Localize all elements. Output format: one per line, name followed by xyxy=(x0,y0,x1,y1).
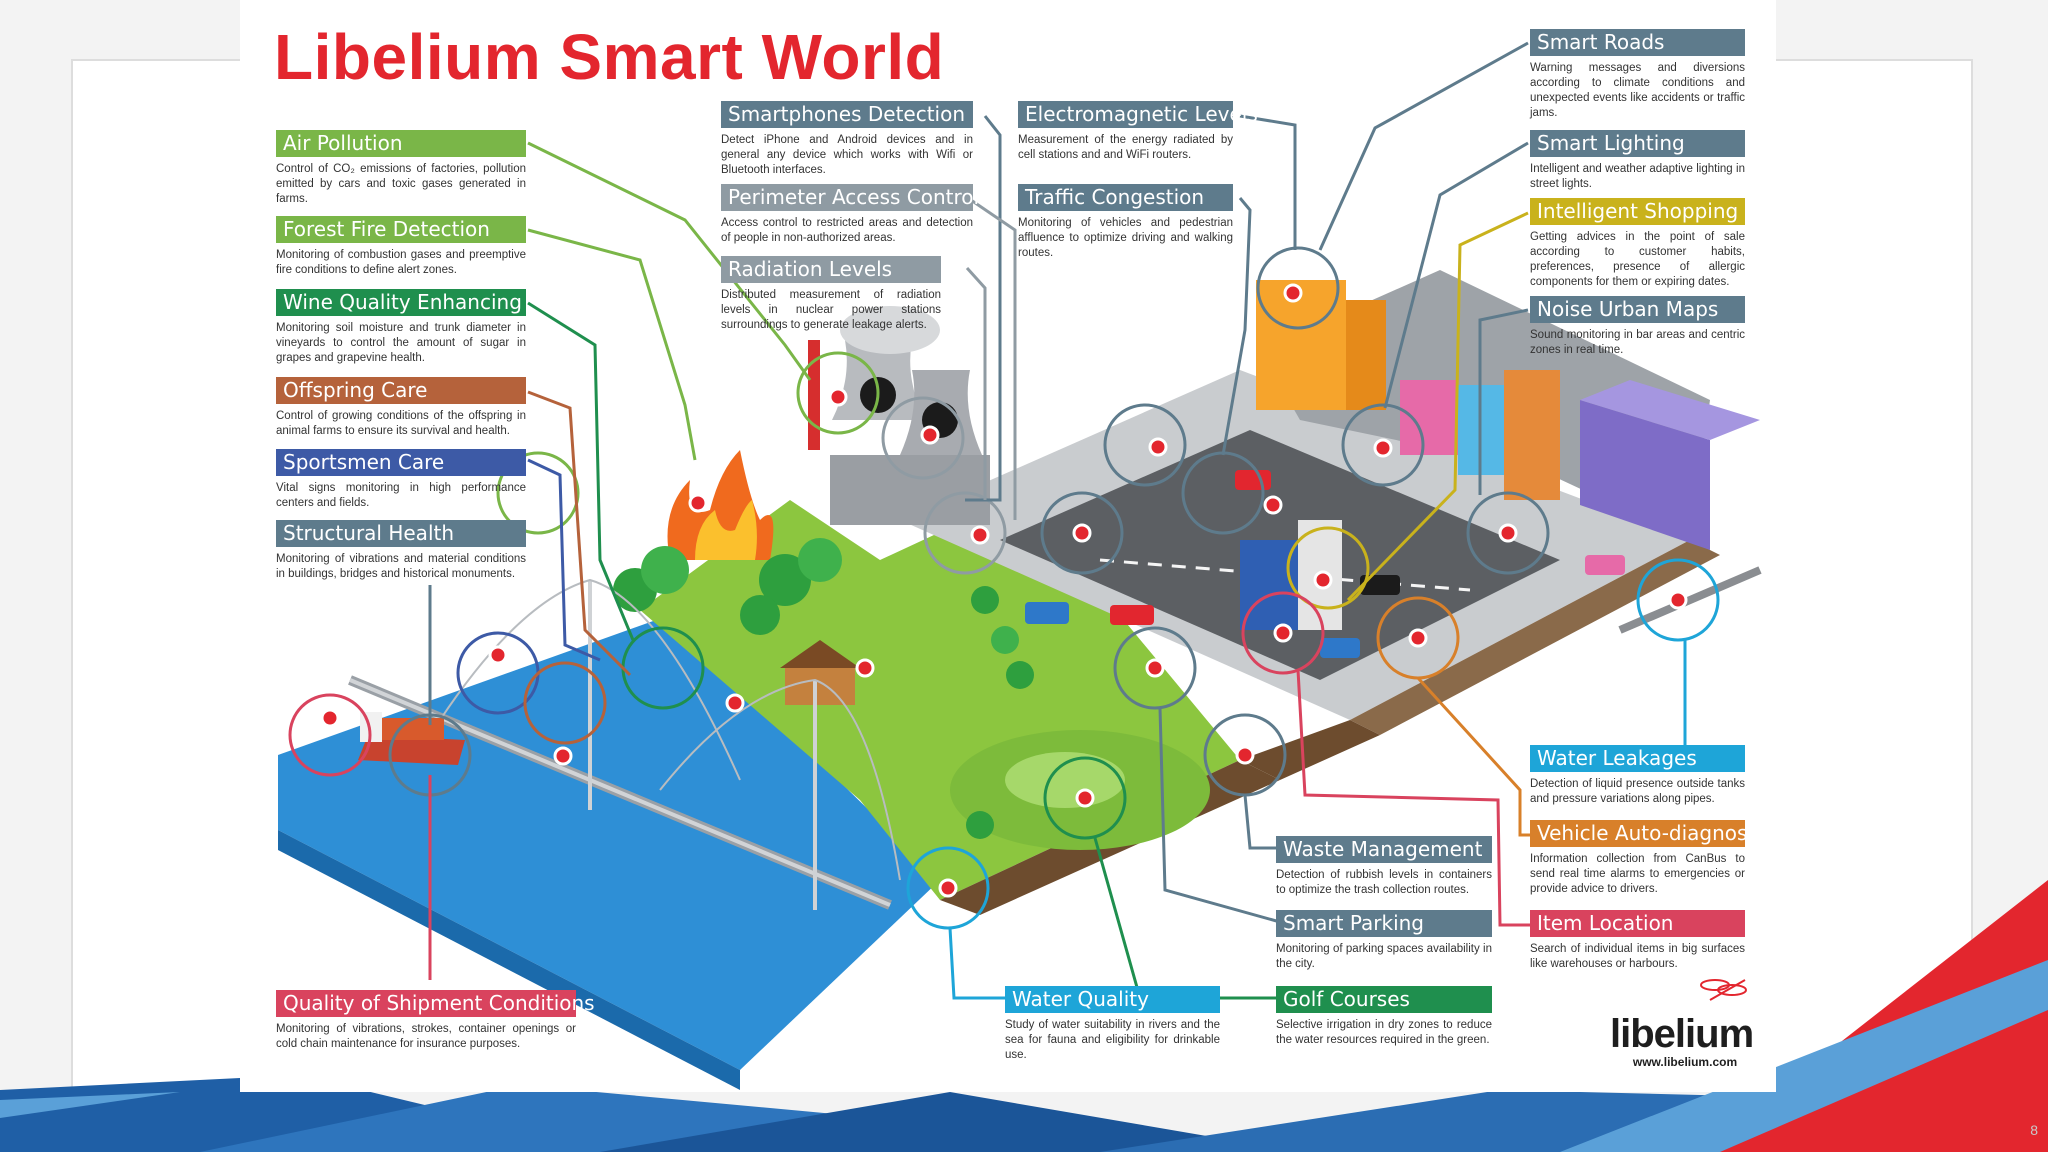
label-description: Monitoring of parking spaces availabilit… xyxy=(1276,943,1492,970)
label-heading: Noise Urban Maps xyxy=(1530,296,1745,323)
label-description: Monitoring soil moisture and trunk diame… xyxy=(276,322,526,364)
label-description: Measurement of the energy radiated by ce… xyxy=(1018,134,1233,161)
label-description: Vital signs monitoring in high performan… xyxy=(276,482,526,509)
label-heading: Offspring Care xyxy=(276,377,526,404)
label-description: Intelligent and weather adaptive lightin… xyxy=(1530,163,1745,190)
logo-brand: libelium xyxy=(1610,1012,1754,1056)
label-heading: Intelligent Shopping xyxy=(1530,198,1745,225)
label-heading: Quality of Shipment Conditions xyxy=(276,990,595,1017)
label-heading: Vehicle Auto-diagnosis xyxy=(1530,820,1763,847)
label-description: Access control to restricted areas and d… xyxy=(721,217,973,244)
label-description: Monitoring of combustion gases and preem… xyxy=(276,249,526,276)
libelium-logo: libelium www.libelium.com xyxy=(1610,1012,1760,1069)
label-heading: Water Leakages xyxy=(1530,745,1745,772)
label-heading: Smart Parking xyxy=(1276,910,1492,937)
label-heading: Golf Courses xyxy=(1276,986,1492,1013)
label-heading: Radiation Levels xyxy=(721,256,941,283)
label-description: Detect iPhone and Android devices and in… xyxy=(721,134,973,176)
label-heading: Smartphones Detection xyxy=(721,101,973,128)
label-description: Detection of liquid presence outside tan… xyxy=(1530,778,1745,805)
label-heading: Item Location xyxy=(1530,910,1745,937)
page-number: 8 xyxy=(2030,1122,2038,1138)
label-description: Detection of rubbish levels in container… xyxy=(1276,869,1492,896)
label-description: Control of CO₂ emissions of factories, p… xyxy=(276,163,526,205)
label-heading: Smart Roads xyxy=(1530,29,1745,56)
label-heading: Smart Lighting xyxy=(1530,130,1745,157)
poster-title: Libelium Smart World xyxy=(274,21,945,93)
label-heading: Forest Fire Detection xyxy=(276,216,526,243)
label-description: Control of growing conditions of the off… xyxy=(276,410,526,437)
label-description: Monitoring of vibrations, strokes, conta… xyxy=(276,1023,576,1050)
label-description: Sound monitoring in bar areas and centri… xyxy=(1530,329,1745,356)
label-description: Distributed measurement of radiation lev… xyxy=(721,289,941,331)
label-heading: Traffic Congestion xyxy=(1018,184,1233,211)
city-illustration xyxy=(278,41,1762,1090)
label-description: Getting advices in the point of sale acc… xyxy=(1530,231,1745,288)
label-heading: Perimeter Access Control xyxy=(721,184,979,211)
label-description: Warning messages and diversions accordin… xyxy=(1530,62,1745,119)
label-description: Monitoring of vibrations and material co… xyxy=(276,553,526,580)
logo-url: www.libelium.com xyxy=(1632,1055,1738,1069)
label-heading: Water Quality xyxy=(1005,986,1220,1013)
label-description: Monitoring of vehicles and pedestrian af… xyxy=(1018,217,1233,259)
label-heading: Sportsmen Care xyxy=(276,449,526,476)
label-description: Study of water suitability in rivers and… xyxy=(1005,1019,1220,1061)
label-heading: Structural Health xyxy=(276,520,526,547)
label-heading: Air Pollution xyxy=(276,130,526,157)
label-heading: Wine Quality Enhancing xyxy=(276,289,526,316)
label-description: Information collection from CanBus to se… xyxy=(1530,853,1745,895)
label-description: Search of individual items in big surfac… xyxy=(1530,943,1745,970)
label-heading: Electromagnetic Levels xyxy=(1018,101,1258,128)
label-description: Selective irrigation in dry zones to red… xyxy=(1276,1019,1492,1046)
label-heading: Waste Management xyxy=(1276,836,1492,863)
